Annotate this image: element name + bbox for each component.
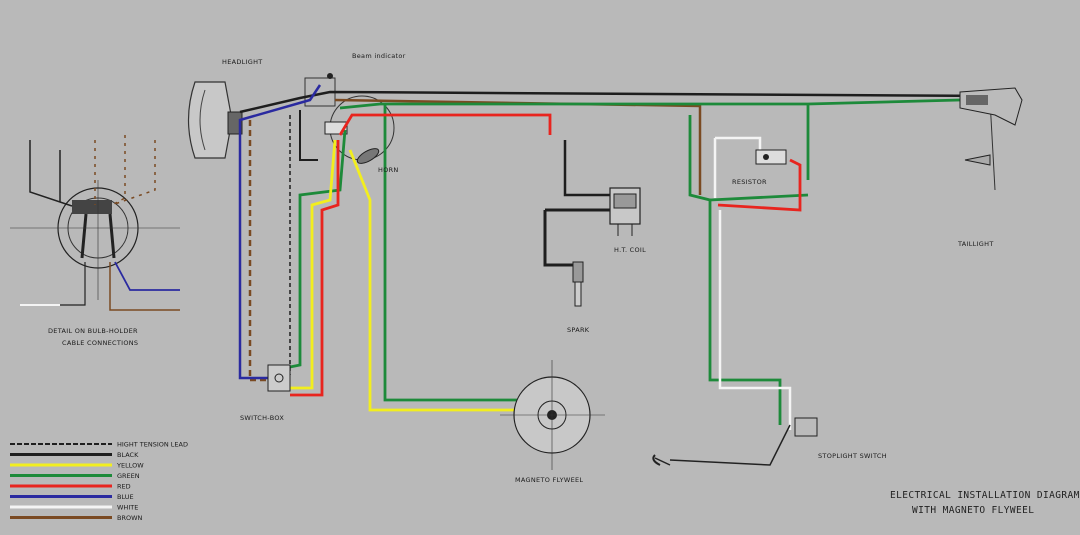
resistor-label: RESISTOR xyxy=(732,178,767,186)
horn-label: HORN xyxy=(378,166,399,174)
wires xyxy=(238,84,1001,430)
detail-label-line2: CABLE CONNECTIONS xyxy=(62,339,138,347)
legend-label: BLACK xyxy=(117,451,139,459)
legend-label: YELLOW xyxy=(116,462,144,470)
ht-coil-label: H.T. COIL xyxy=(614,246,646,254)
legend-label: BLUE xyxy=(117,493,134,501)
spark-plug xyxy=(572,261,584,307)
wire-color-legend: HIGHT TENSION LEAD BLACK YELLOW GREEN RED BLU… xyxy=(10,441,188,522)
taillight xyxy=(959,87,1023,166)
legend-label: GREEN xyxy=(117,472,140,480)
switch-box xyxy=(267,364,291,392)
stoplight-switch xyxy=(652,417,818,466)
diagram-title-line2: WITH MAGNETO FLYWEEL xyxy=(912,505,1034,516)
headlight xyxy=(187,81,243,159)
horn xyxy=(356,148,380,164)
detail-label-line1: DETAIL ON BULB-HOLDER xyxy=(48,327,138,335)
resistor xyxy=(755,149,787,165)
legend-label: WHITE xyxy=(117,504,138,512)
legend-label: BROWN xyxy=(117,514,143,522)
magneto-label: MAGNETO FLYWEEL xyxy=(515,476,583,484)
legend-label: RED xyxy=(117,483,131,491)
headlight-label: HEADLIGHT xyxy=(222,58,263,66)
stoplight-switch-label: STOPLIGHT SWITCH xyxy=(818,452,887,460)
legend-label: HIGHT TENSION LEAD xyxy=(117,441,188,449)
taillight-label: TAILLIGHT xyxy=(957,240,994,248)
bulb-holder-detail xyxy=(10,135,180,311)
ht-coil xyxy=(609,187,641,236)
magneto-flywheel xyxy=(500,360,605,470)
switch-box-label: SWITCH-BOX xyxy=(240,414,284,422)
beam-indicator-label: Beam indicator xyxy=(352,52,406,60)
diagram-title-line1: ELECTRICAL INSTALLATION DIAGRAM xyxy=(890,490,1080,501)
spark-label: SPARK xyxy=(567,326,590,334)
